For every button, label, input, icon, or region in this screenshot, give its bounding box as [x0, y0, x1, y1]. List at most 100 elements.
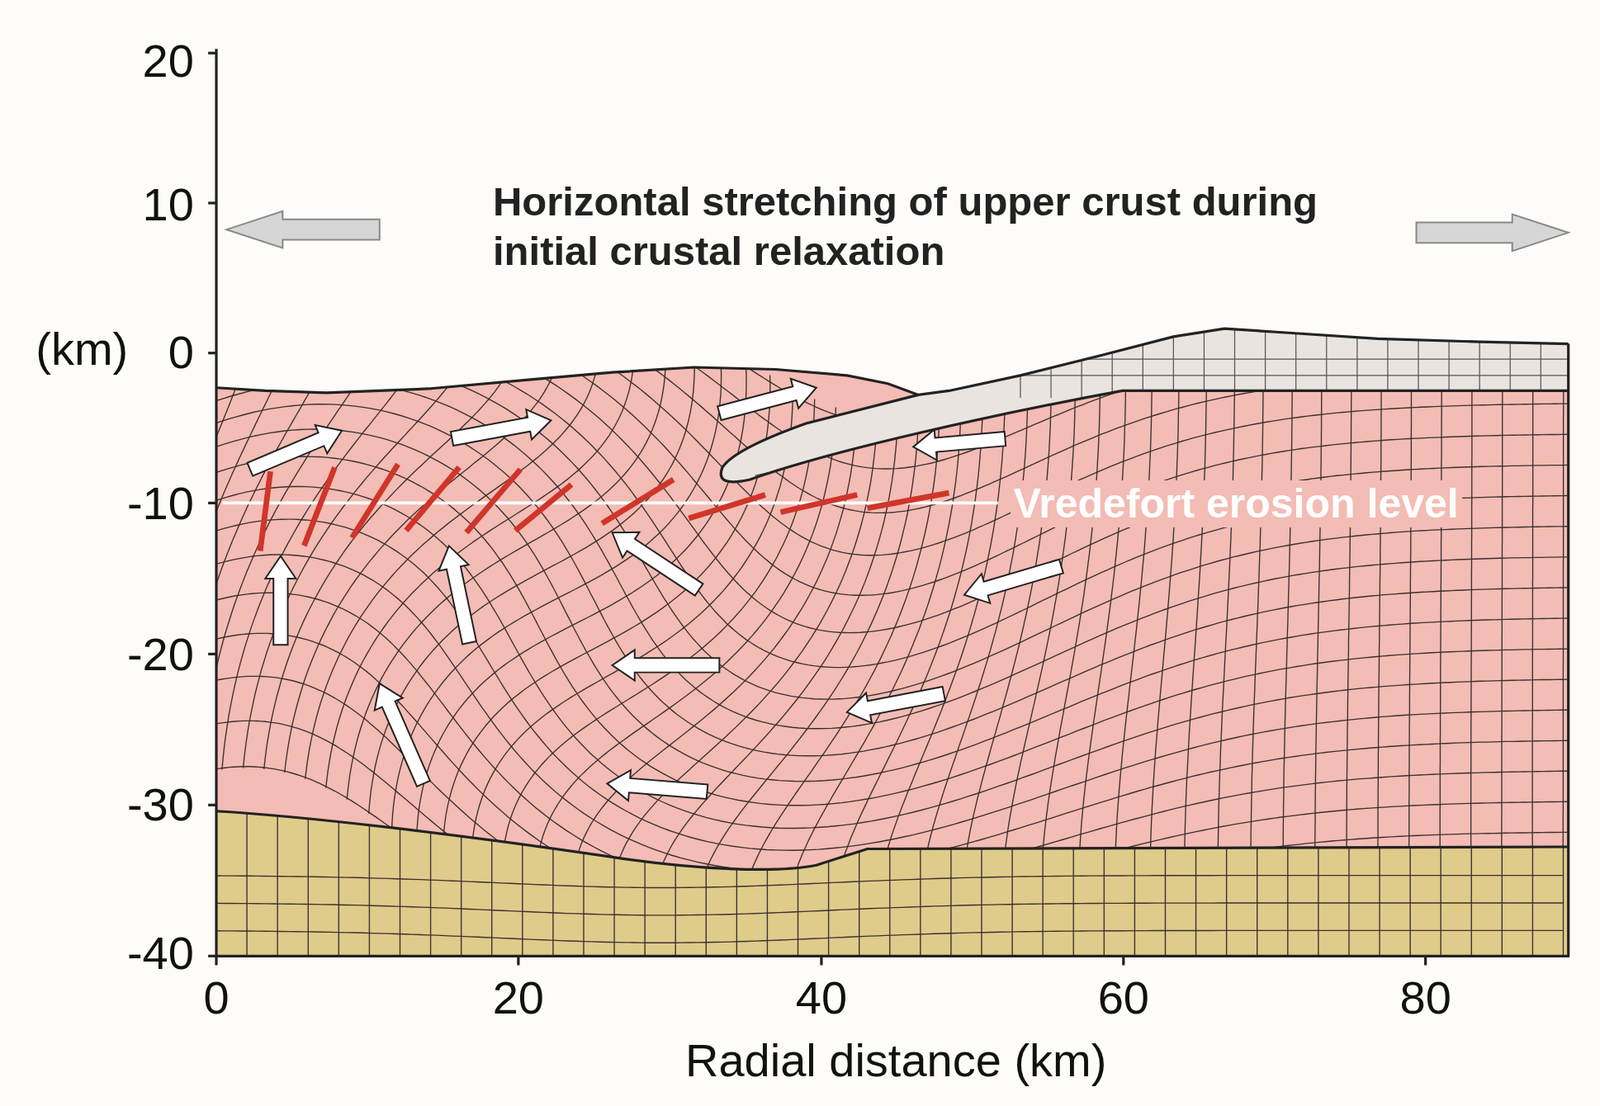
grid-line — [216, 903, 1563, 916]
flow-arrows — [226, 211, 1568, 801]
grid-line — [1256, 795, 1258, 960]
flow-arrow — [612, 532, 704, 597]
grid-line — [1142, 316, 1144, 398]
axis-tick: 40 — [795, 971, 848, 1025]
grid-line — [1134, 795, 1136, 960]
grid-line — [1103, 795, 1105, 960]
grid-line — [1531, 307, 1534, 895]
grid-line — [1295, 316, 1297, 398]
flow-arrow — [847, 686, 946, 724]
grid-line — [1479, 316, 1481, 398]
axis-tick: -30 — [127, 778, 195, 832]
grid-line — [92, 266, 1600, 514]
grid-line — [736, 795, 738, 960]
grid-line — [858, 795, 860, 960]
deformed-grid — [36, 208, 1600, 977]
grid-line — [1417, 316, 1419, 398]
grid-line — [1081, 316, 1083, 398]
mantle-region — [216, 811, 1569, 957]
grid-line — [1050, 316, 1051, 398]
grid-line — [222, 230, 439, 770]
annotation-heading: Horizontal stretching of upper crust dur… — [492, 177, 1402, 277]
grid-line — [918, 359, 1572, 360]
grid-line — [552, 795, 554, 960]
grid-line — [82, 359, 1600, 700]
axis-tick: 0 — [203, 971, 229, 1025]
grid-line — [521, 795, 523, 960]
grid-line — [91, 284, 1600, 556]
grid-line — [1532, 795, 1534, 960]
grid-line — [1150, 333, 1179, 924]
axis-tick: 20 — [492, 971, 545, 1025]
grid-line — [1112, 316, 1113, 398]
grid-line — [1386, 316, 1388, 398]
grid-line — [1471, 795, 1473, 960]
grid-line — [1264, 316, 1266, 398]
grid-line — [56, 487, 1600, 829]
grid-line — [246, 795, 247, 960]
grid-line — [1348, 795, 1350, 960]
grid-line — [675, 795, 677, 960]
grid-line — [52, 519, 1600, 851]
axis-title: (km) — [35, 322, 128, 376]
grid-line — [828, 795, 829, 960]
grid-line — [442, 375, 770, 867]
grid-line — [36, 766, 1600, 976]
grid-line — [950, 795, 952, 960]
ejecta-region — [720, 328, 1568, 483]
flow-arrow — [606, 770, 708, 801]
flow-arrow — [612, 649, 720, 681]
grid-line — [1356, 316, 1358, 398]
grid-line — [1593, 306, 1596, 895]
grid-line — [1562, 306, 1565, 895]
grid-line — [399, 795, 401, 960]
flow-arrow — [964, 559, 1064, 604]
grid-line — [1041, 795, 1043, 960]
flow-arrow — [1416, 214, 1569, 252]
flow-arrow — [246, 425, 342, 476]
grid-line — [1203, 316, 1205, 398]
surface-outline — [216, 328, 1569, 395]
grid-line — [1315, 314, 1322, 904]
grid-line — [307, 795, 309, 960]
grid-line — [1226, 795, 1227, 960]
grid-line — [889, 795, 890, 960]
grid-line — [216, 875, 1563, 889]
grid-line — [1448, 316, 1449, 398]
grid-line — [369, 326, 696, 815]
grid-line — [1378, 795, 1380, 960]
axis-tick: -40 — [127, 927, 195, 980]
shear-zones — [260, 463, 949, 551]
grid-line — [1011, 795, 1013, 960]
axis-title: Radial distance (km) — [685, 1034, 1107, 1088]
grid-line — [1173, 316, 1174, 398]
grid-line — [1439, 308, 1442, 897]
grid-line — [797, 795, 799, 960]
grid-line — [216, 930, 1563, 943]
grid-line — [1325, 316, 1327, 398]
grid-line — [1562, 795, 1564, 960]
grid-line — [200, 226, 394, 774]
grid-line — [1019, 316, 1021, 398]
grid-line — [1317, 795, 1319, 960]
grid-line — [491, 795, 493, 960]
grid-line — [1346, 312, 1352, 901]
flow-arrow — [265, 556, 296, 646]
grid-line — [326, 291, 635, 789]
ejecta-outline — [720, 390, 1568, 482]
grid-line — [277, 795, 279, 960]
axis-tick: 80 — [1400, 971, 1452, 1025]
grid-line — [460, 795, 462, 960]
grid-line — [1409, 309, 1412, 899]
axis-tick: -20 — [127, 628, 195, 682]
moho-outline — [216, 811, 1569, 871]
grid-line — [305, 274, 601, 780]
erosion-level-label: Vredefort erosion level — [1010, 480, 1463, 529]
axis-tick: 10 — [142, 178, 195, 232]
grid-line — [1409, 795, 1411, 960]
flow-arrow — [438, 545, 477, 644]
grid-line — [613, 795, 615, 960]
grid-line — [110, 236, 216, 808]
